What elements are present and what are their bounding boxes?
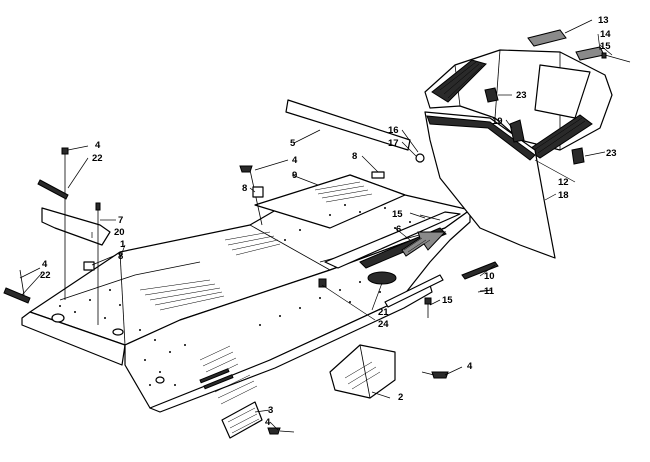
bumper-edge-mid (494, 49, 501, 119)
lower-bracket (329, 344, 396, 399)
callout-15: 15 (442, 295, 453, 306)
rail-lower-bar (384, 274, 444, 308)
callout-23: 23 (516, 90, 527, 101)
tunnel-hole (155, 376, 165, 384)
callout-4: 4 (95, 140, 101, 151)
callout-13: 13 (598, 15, 609, 26)
callout-8: 8 (352, 151, 357, 162)
tunnel-hole (112, 328, 124, 336)
tunnel-side-texture (199, 345, 258, 405)
callout-24: 24 (378, 319, 389, 330)
callout-labels: 1 2 3 4 4 4 4 4 5 6 7 8 8 8 9 10 11 12 1… (40, 15, 617, 428)
callout-6: 6 (396, 224, 401, 235)
deflector-strip (285, 99, 411, 151)
callout-23: 23 (606, 148, 617, 159)
callout-16: 16 (388, 125, 399, 136)
callout-18: 18 (558, 190, 569, 201)
callout-4: 4 (292, 155, 298, 166)
callout-22: 22 (92, 153, 103, 164)
callout-4: 4 (265, 417, 271, 428)
callout-4: 4 (467, 361, 473, 372)
tunnel-left-flange (21, 311, 126, 366)
callout-2: 2 (398, 392, 403, 403)
tunnel-crease-mid (249, 224, 331, 271)
callout-5: 5 (290, 138, 296, 149)
tunnel-vent-slots (199, 368, 234, 390)
callout-19: 19 (492, 116, 503, 127)
side-bracket (41, 207, 111, 246)
bumper-decal-13 (527, 29, 567, 47)
tunnel-top-texture (139, 181, 373, 311)
tunnel-inner-line (59, 261, 201, 301)
bumper-cross-bar (534, 64, 591, 119)
reflector-plate (221, 401, 263, 439)
callout-8: 8 (242, 183, 247, 194)
tunnel-hole (51, 313, 65, 323)
callout-8: 8 (118, 251, 123, 262)
callout-3: 3 (268, 405, 273, 416)
rail-oval-hole (367, 271, 397, 285)
callout-7: 7 (118, 215, 123, 226)
tunnel-crease-left (119, 251, 126, 346)
callout-21: 21 (378, 307, 389, 318)
rail-bar (324, 211, 461, 269)
callout-1: 1 (120, 239, 126, 250)
rail-clip (318, 278, 327, 288)
rear-bumper-assembly (424, 29, 613, 159)
callout-12: 12 (558, 177, 569, 188)
leader-lines (19, 19, 613, 431)
callout-10: 10 (484, 271, 495, 282)
callout-9: 9 (292, 170, 297, 181)
callout-14: 14 (600, 29, 611, 40)
callout-11: 11 (484, 286, 495, 297)
fasteners (3, 52, 631, 435)
snow-flap-band (426, 115, 536, 161)
callout-15: 15 (600, 41, 611, 52)
direction-arrow-decal (401, 231, 447, 257)
callout-22: 22 (40, 270, 51, 281)
callout-15: 15 (392, 209, 403, 220)
callout-20: 20 (114, 227, 125, 238)
callout-4: 4 (42, 259, 48, 270)
callout-17: 17 (388, 138, 399, 149)
